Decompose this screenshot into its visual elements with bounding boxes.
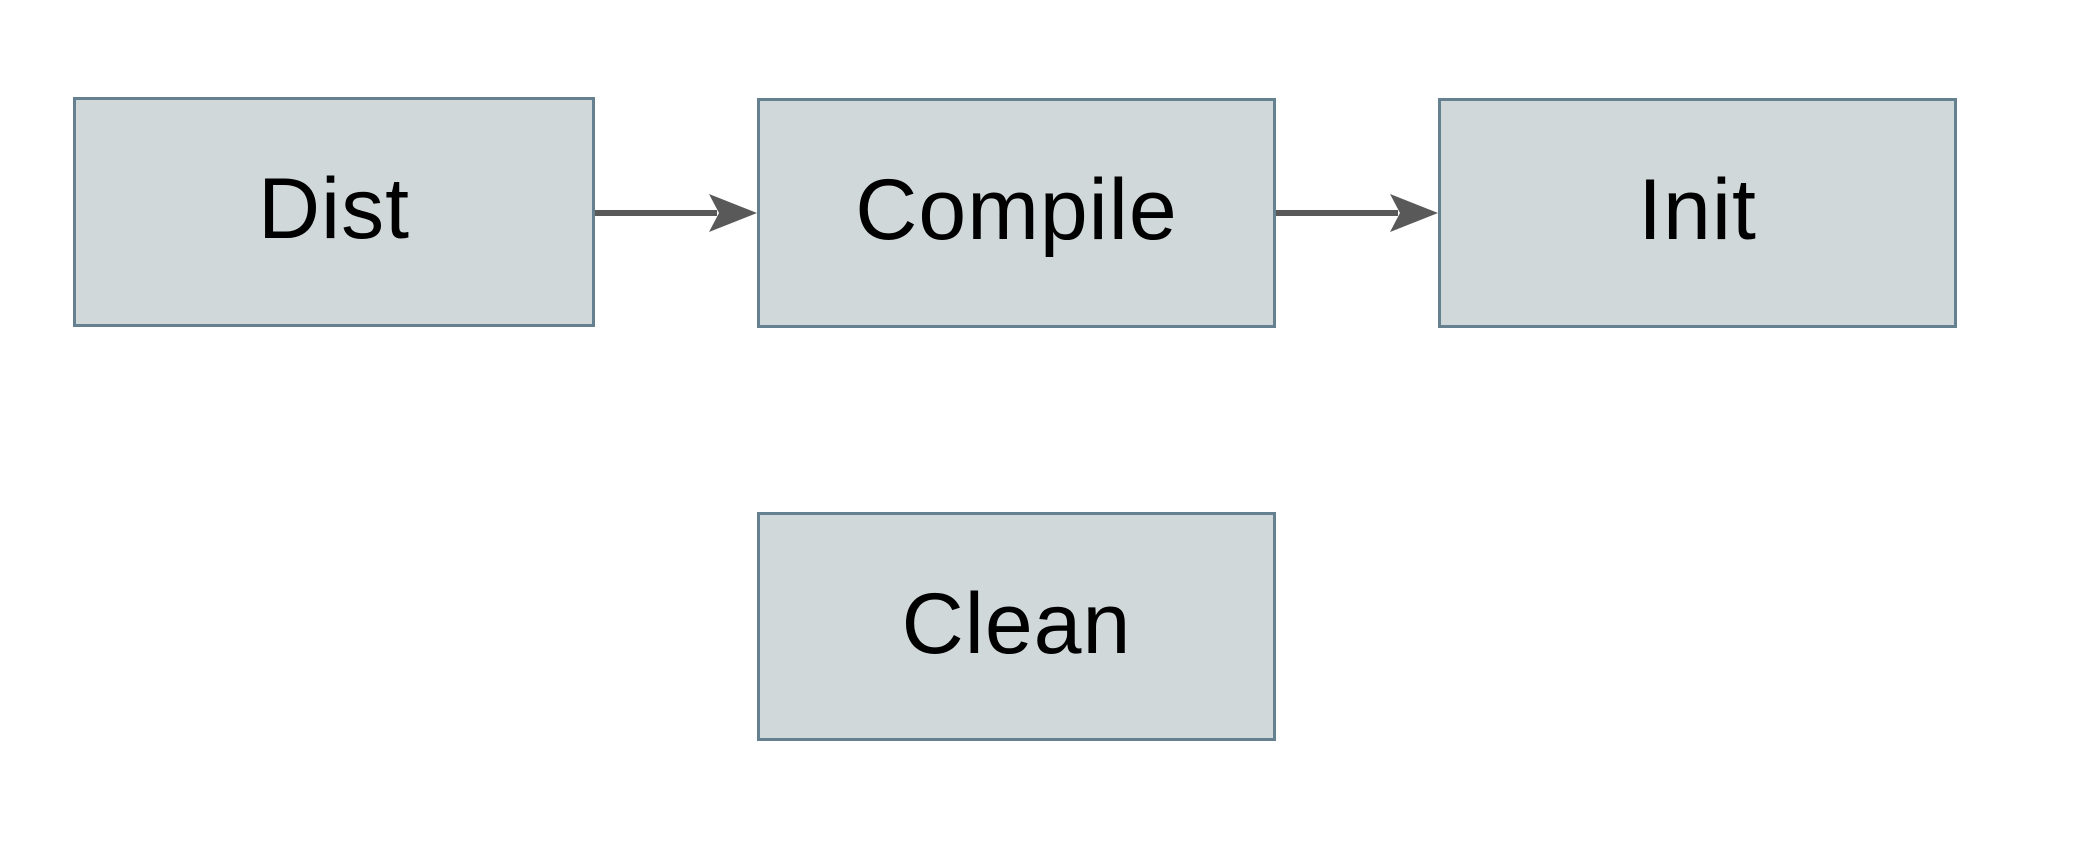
flow-node-dist: Dist <box>73 97 595 327</box>
node-label-compile: Compile <box>855 162 1178 258</box>
node-label-dist: Dist <box>257 161 411 257</box>
arrow-dist-to-compile-icon <box>595 194 757 232</box>
node-label-init: Init <box>1638 162 1757 258</box>
flow-node-compile: Compile <box>757 98 1276 328</box>
flow-node-init: Init <box>1438 98 1957 328</box>
arrow-compile-to-init-icon <box>1276 194 1438 232</box>
flow-node-clean: Clean <box>757 512 1276 741</box>
node-label-clean: Clean <box>901 575 1132 672</box>
